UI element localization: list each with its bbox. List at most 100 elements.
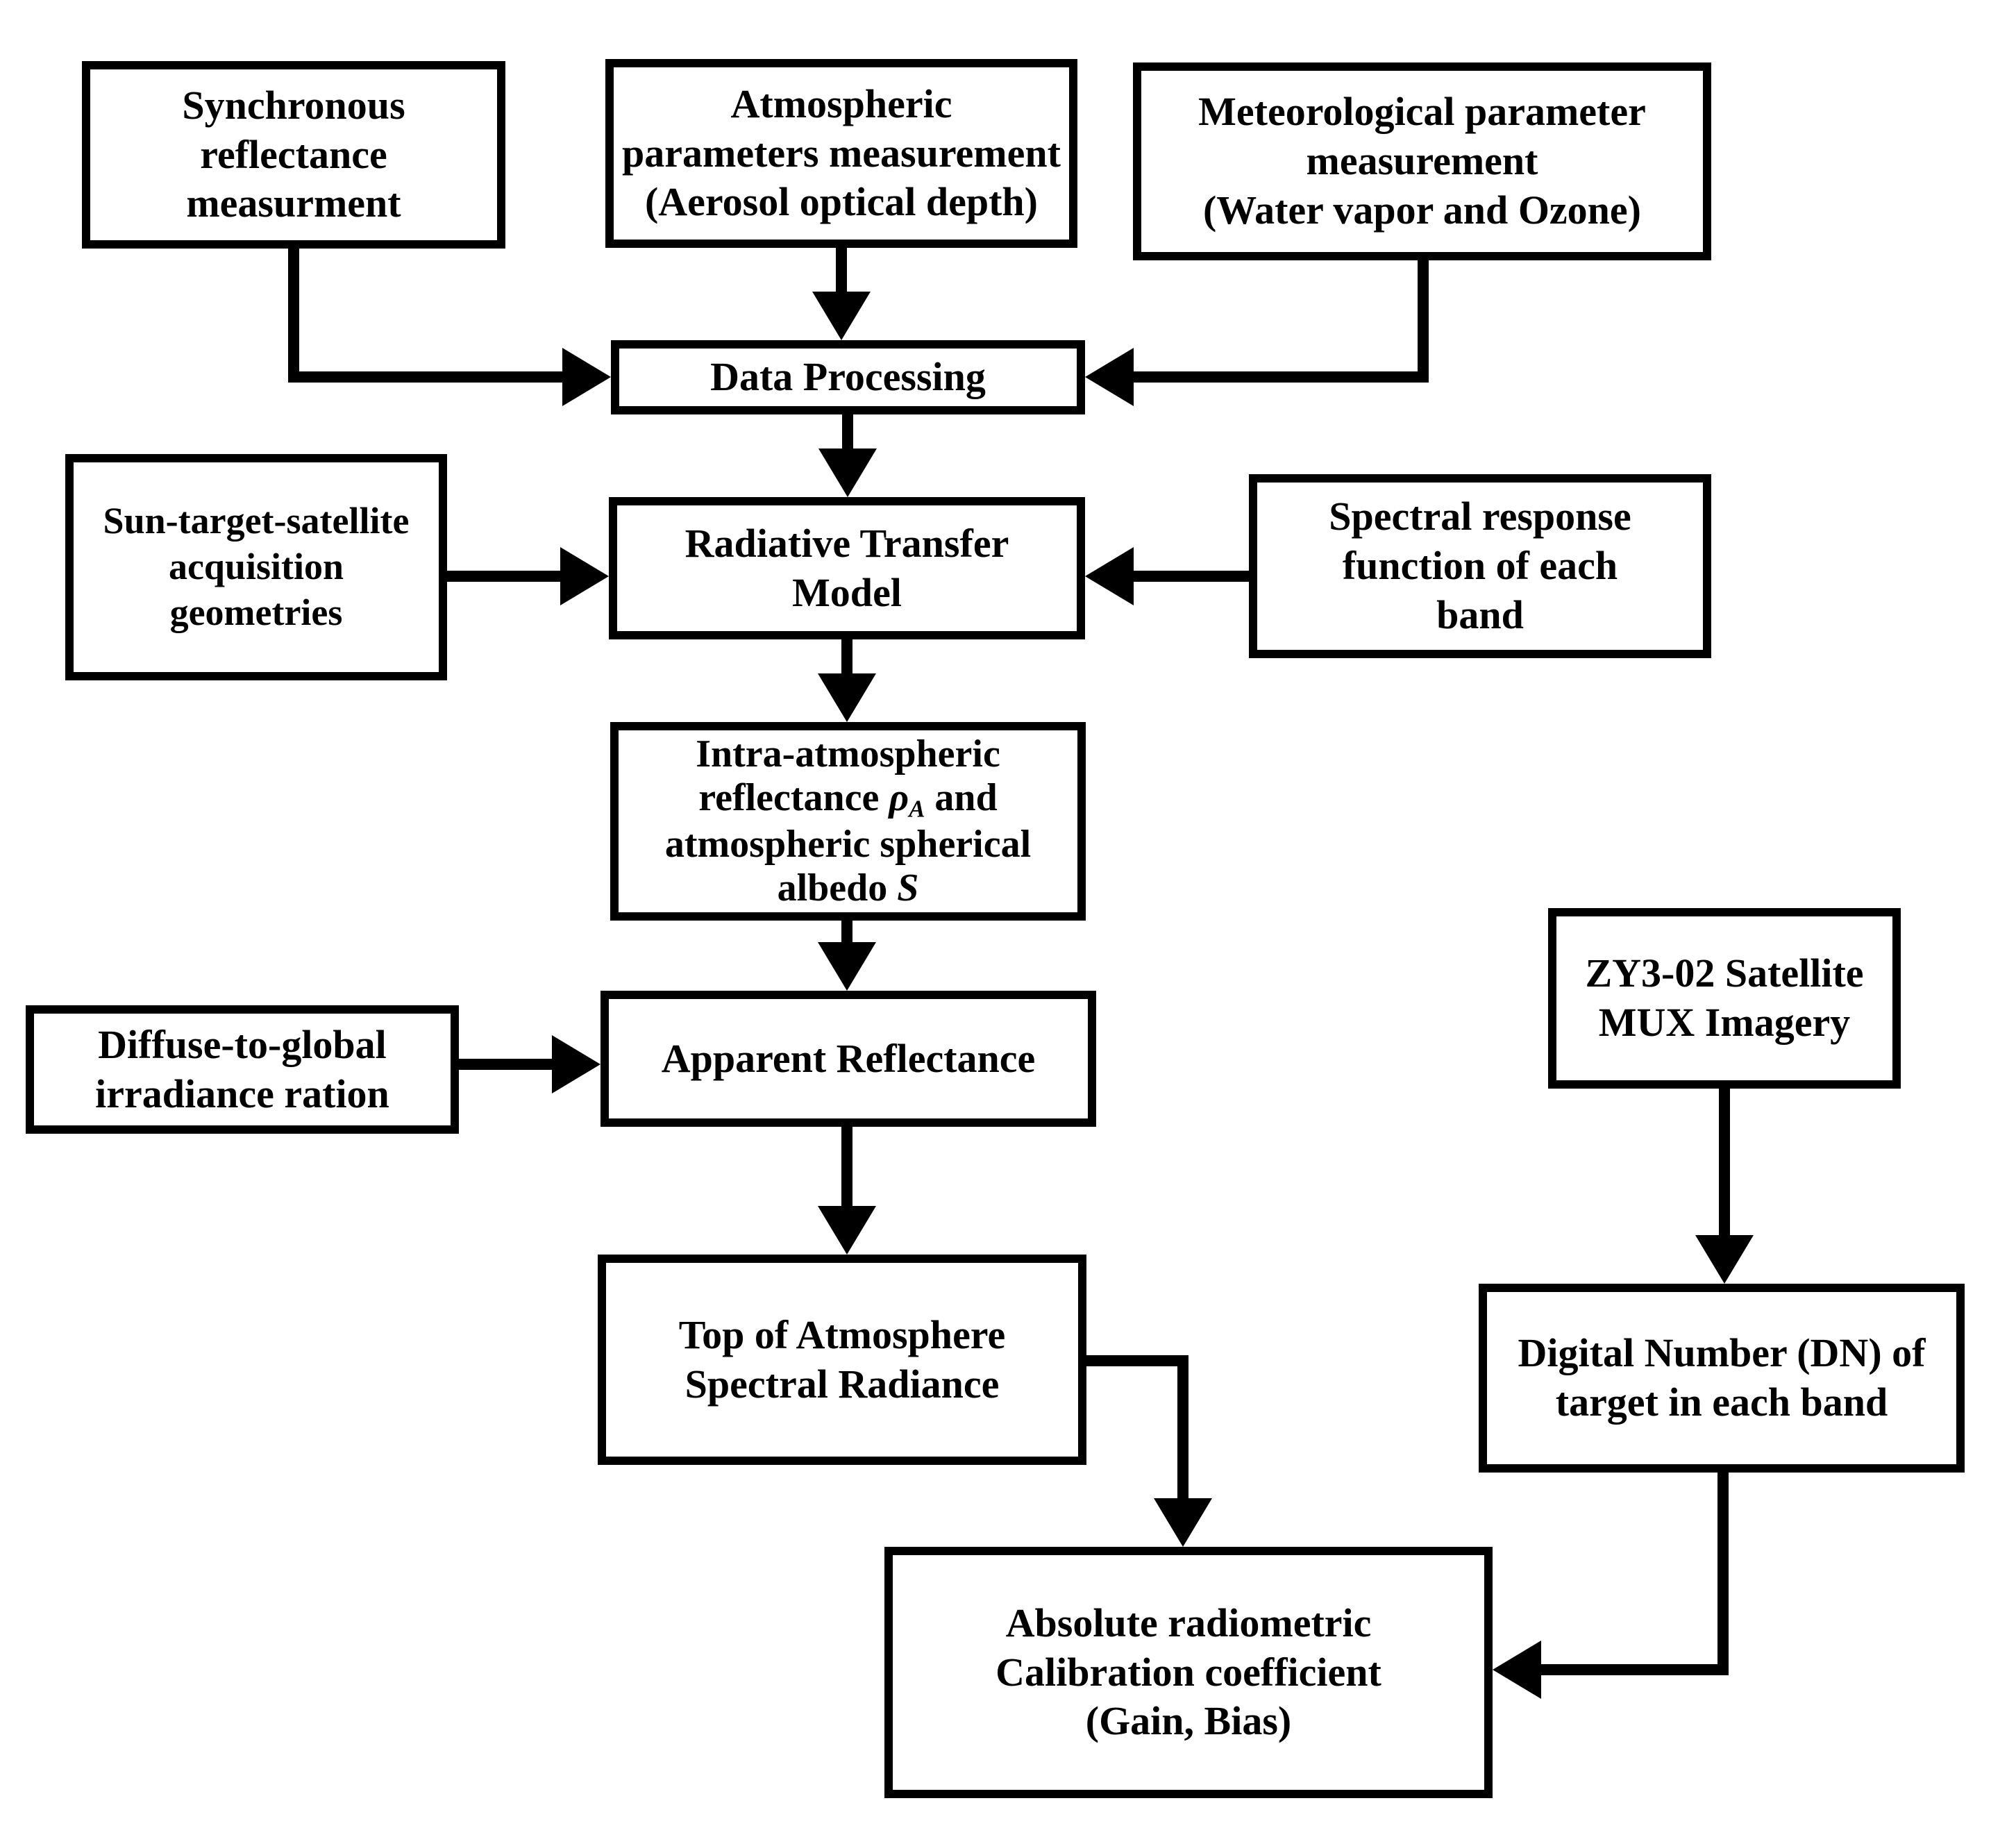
box-label-text: Absolute radiometric	[1005, 1600, 1372, 1645]
box-label-line: Digital Number (DN) of	[1491, 1329, 1952, 1378]
box-label-line: Top of Atmosphere	[610, 1311, 1074, 1360]
box-label-text: target in each band	[1555, 1380, 1888, 1425]
box-label-line: irradiance ration	[38, 1070, 446, 1119]
box-label-text: Sun-target-satellite	[103, 500, 410, 542]
box-label-text: (Water vapor and Ozone)	[1202, 187, 1641, 233]
box-label-line: atmospheric spherical	[623, 823, 1073, 866]
arrowhead	[560, 547, 609, 605]
box-label-line: Absolute radiometric	[897, 1599, 1480, 1648]
box-label-text: (Aerosol optical depth)	[644, 179, 1038, 225]
edge-dp-rtm	[818, 414, 877, 497]
box-label-text: Top of Atmosphere	[678, 1311, 1006, 1357]
box-label: Data Processing	[619, 353, 1077, 402]
box-label-text: Apparent Reflectance	[661, 1035, 1036, 1081]
edge-intra-app	[818, 921, 876, 991]
box-label-line: Diffuse-to-global	[38, 1021, 446, 1070]
box-label-line: Calibration coefficient	[897, 1648, 1480, 1697]
box-label-text: (Gain, Bias)	[1085, 1698, 1292, 1744]
box-label-line: Data Processing	[623, 353, 1073, 402]
box-label-line: Radiative Transfer	[621, 519, 1073, 569]
box-label-text: Meteorological parameter	[1198, 89, 1646, 135]
box-label-line: Sun-target-satellite	[78, 498, 435, 544]
box-label-line: Model	[621, 569, 1073, 618]
edge-sun-rtm	[447, 547, 609, 605]
box-label-line: reflectance ρA and	[623, 776, 1073, 823]
box-label-text: measurment	[186, 181, 401, 226]
box-label-text: reflectance	[200, 131, 387, 177]
box-label-text: measurement	[1306, 138, 1538, 184]
box-label-line: Meteorological parameter	[1145, 87, 1699, 137]
edge-rtm-intra	[818, 639, 876, 722]
box-label-text: Intra-atmospheric	[696, 732, 1000, 775]
arrowhead	[818, 673, 876, 722]
box-label-text: ZY3-02 Satellite	[1585, 950, 1864, 996]
box-label-text: geometries	[169, 591, 343, 633]
box-label-text: parameters measurement	[622, 130, 1061, 176]
box-label-text: ρ	[889, 775, 909, 819]
box-label-line: target in each band	[1491, 1378, 1952, 1427]
box-label-text: Synchronous	[182, 82, 405, 128]
box-label-line: band	[1261, 591, 1699, 640]
arrowhead	[1085, 348, 1134, 406]
box-label-text: function of each	[1342, 543, 1618, 589]
box-label-text: Calibration coefficient	[996, 1649, 1381, 1695]
box-label-line: (Aerosol optical depth)	[618, 178, 1065, 227]
arrowhead	[818, 448, 877, 497]
arrowhead	[552, 1035, 600, 1093]
arrowhead	[562, 348, 611, 406]
arrowhead	[1085, 547, 1134, 605]
apparent-reflectance-box: Apparent Reflectance	[600, 991, 1096, 1127]
box-label-text: Data Processing	[710, 354, 986, 400]
box-label-text: S	[897, 866, 919, 910]
box-label-line: ZY3-02 Satellite	[1561, 949, 1888, 998]
box-label-line: reflectance	[94, 131, 493, 180]
box-label-line: Atmospheric	[618, 80, 1065, 129]
box-label-text: irradiance ration	[95, 1071, 389, 1116]
edge-zy3-dn	[1695, 1089, 1754, 1284]
box-label-text: MUX Imagery	[1598, 1000, 1851, 1045]
box-label-line: acquisition	[78, 544, 435, 590]
edge-diff-app	[459, 1035, 600, 1093]
box-label-line: (Water vapor and Ozone)	[1145, 186, 1699, 235]
box-label-line: Apparent Reflectance	[613, 1034, 1084, 1084]
box-label-text: reflectance	[698, 775, 889, 819]
box-label-text: Diffuse-to-global	[98, 1021, 387, 1067]
box-label-text: atmospheric spherical	[664, 822, 1032, 866]
edge-dn-abs	[1493, 1473, 1729, 1699]
arrowhead	[812, 292, 871, 340]
box-label-text: Spectral Radiance	[684, 1361, 1000, 1407]
box-label-line: (Gain, Bias)	[897, 1697, 1480, 1746]
data-processing-box: Data Processing	[611, 340, 1085, 414]
box-label-text: Atmospheric	[730, 81, 952, 126]
box-label-line: MUX Imagery	[1561, 998, 1888, 1048]
box-label-line: albedo S	[623, 866, 1073, 910]
box-label-text: Radiative Transfer	[684, 520, 1009, 566]
arrowhead	[1695, 1235, 1754, 1284]
box-label-line: Synchronous	[94, 81, 493, 131]
box-label-line: parameters measurement	[618, 129, 1065, 178]
box-label-text: band	[1436, 592, 1524, 637]
edge-app-toa	[818, 1127, 876, 1255]
box-label-text: Spectral response	[1329, 494, 1631, 539]
